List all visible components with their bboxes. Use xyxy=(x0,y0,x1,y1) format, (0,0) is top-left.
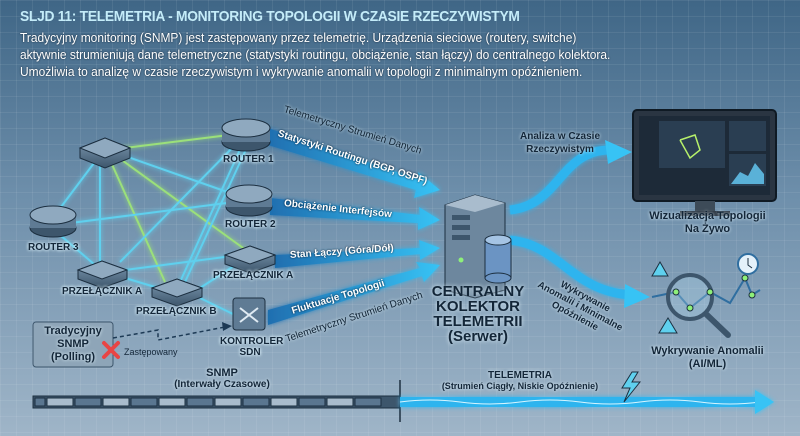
stream-arrows xyxy=(268,128,440,325)
network-links xyxy=(54,132,251,316)
description-line: Tradycyjny monitoring (SNMP) jest zastęp… xyxy=(20,30,577,45)
legacy-snmp-box xyxy=(32,321,114,368)
description-line: aktywnie strumieniują dane telemetryczne… xyxy=(20,47,611,62)
snmp-interval-bar xyxy=(32,395,401,409)
analysis-arrowhead xyxy=(605,140,632,164)
server-icon xyxy=(444,194,512,299)
sdn-controller-icon xyxy=(232,297,266,331)
router-3-icon xyxy=(29,205,77,238)
router-1-label: ROUTER 1 xyxy=(223,154,274,165)
interval-segment xyxy=(214,397,242,407)
anomaly-label: Wykrywanie Anomalii(AI/ML) xyxy=(651,345,764,370)
switch-top xyxy=(78,137,132,169)
interval-segment xyxy=(186,397,214,407)
router-3-label: ROUTER 3 xyxy=(28,242,79,253)
anomaly-arrow xyxy=(509,235,631,300)
analysis-arrow xyxy=(509,145,611,215)
interval-segment xyxy=(74,397,102,407)
warning-icon xyxy=(658,317,678,334)
interval-segment xyxy=(298,397,326,407)
interval-segment xyxy=(326,397,354,407)
interval-segment xyxy=(34,397,46,407)
interval-segment xyxy=(102,397,130,407)
router-2-icon xyxy=(225,184,273,217)
interval-segment xyxy=(354,397,382,407)
switch-b-label: PRZEŁĄCZNIK B xyxy=(136,306,217,317)
monitor-dashboard-icon xyxy=(632,109,777,216)
stream-arrow-links xyxy=(275,240,440,268)
snmp-timeline-label: SNMP(Interwały Czasowe) xyxy=(174,367,270,391)
stream-arrow-routing xyxy=(268,128,440,198)
router-2-label: ROUTER 2 xyxy=(225,219,276,230)
interval-segment xyxy=(242,397,270,407)
legacy-dotted-arrow xyxy=(112,326,226,341)
anomaly-arrowhead xyxy=(624,284,650,308)
output-arrows xyxy=(509,145,631,300)
description-line: Umożliwia to analizę w czasie rzeczywist… xyxy=(20,64,583,79)
switch-b-icon xyxy=(150,278,204,307)
router-1-icon xyxy=(221,118,271,152)
lightning-icon xyxy=(621,371,642,403)
switch-a-left-icon xyxy=(76,260,129,289)
interval-segment xyxy=(130,397,158,407)
switch-a-left-label: PRZEŁĄCZNIK A xyxy=(62,286,143,297)
switch-a-right-label: PRZEŁĄCZNIK A xyxy=(213,270,294,281)
slide-title: SLJD 11: TELEMETRIA - MONITORING TOPOLOG… xyxy=(20,8,520,25)
warning-icon xyxy=(651,260,669,277)
replaced-x-icon xyxy=(102,341,120,359)
switch-a-right-icon xyxy=(223,245,277,274)
anomaly-detection-icon xyxy=(651,253,761,338)
interval-segment xyxy=(270,397,298,407)
interval-segment xyxy=(46,397,74,407)
interval-segment xyxy=(158,397,186,407)
telemetry-stream-line xyxy=(399,390,774,414)
telemetry-timeline-label: TELEMETRIA(Strumień Ciągły, Niskie Opóźn… xyxy=(441,370,599,392)
stream-arrow-topology xyxy=(268,262,440,325)
replaced-label: Zastępowany xyxy=(124,347,178,357)
stream-arrow-load xyxy=(270,198,440,230)
